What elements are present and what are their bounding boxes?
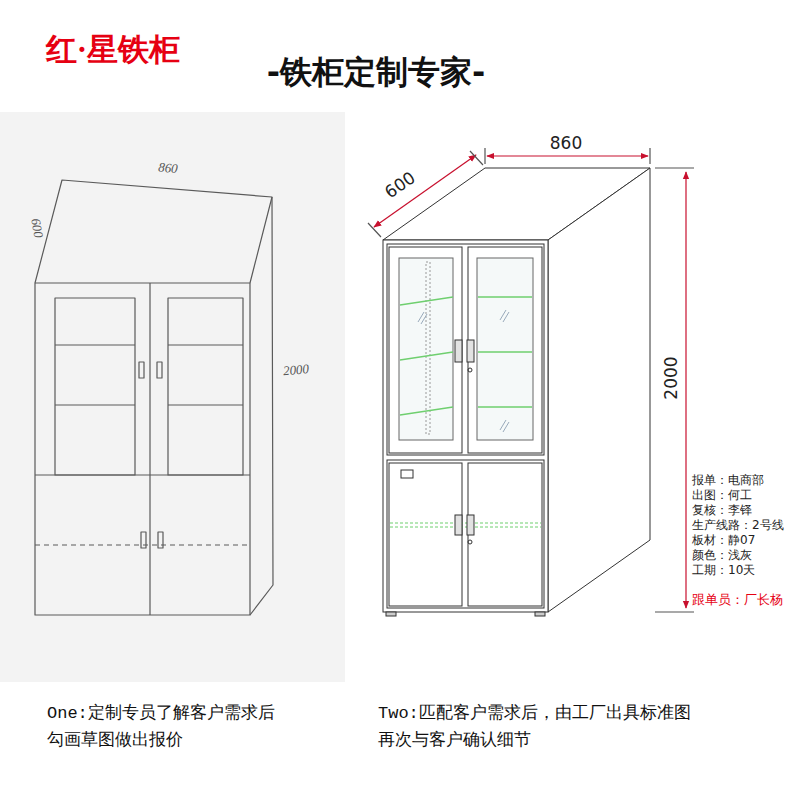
dimension-label: 600 [28, 217, 47, 239]
follow-up-note: 跟单员：厂长杨 [692, 592, 783, 608]
sketch-front [35, 283, 250, 615]
glass-pane [477, 258, 533, 440]
dimension-tick [655, 168, 694, 612]
cabinet-side [548, 168, 650, 612]
dimension-label: 2000 [661, 356, 681, 399]
glass-shelf [478, 297, 532, 407]
dimension-label: 860 [158, 159, 179, 176]
spec-line: 颜色：浅灰 [692, 548, 752, 562]
spec-line: 报单：电商部 [692, 473, 764, 487]
sketch-door-split [149, 283, 150, 615]
upper-frame [387, 244, 544, 455]
sketch-window [168, 298, 243, 475]
dimension-label: 600 [381, 167, 419, 202]
sketch-top [35, 180, 272, 283]
dimension-label: 860 [550, 133, 582, 153]
dimension-line [487, 155, 648, 156]
dimension-tick [368, 151, 483, 237]
cabinet-drawing [383, 168, 650, 616]
cabinet-front [383, 240, 548, 612]
glass-reflection [418, 310, 509, 432]
spec-line: 生产线路：2号线 [692, 518, 784, 532]
spec-line: 出图：何工 [692, 488, 752, 502]
door-handle [455, 515, 462, 535]
sketch-side [250, 197, 273, 615]
lower-frame [387, 460, 544, 608]
step-caption: One:定制专员了解客户需求后 勾画草图做出报价 [47, 700, 352, 754]
glass-door [389, 247, 462, 453]
door-handle [467, 515, 474, 535]
steel-door [468, 463, 542, 606]
door-lock [468, 368, 472, 372]
dimension-lines [368, 148, 694, 612]
sketch-window [55, 298, 135, 475]
sketch-dashed-shelf [35, 544, 250, 545]
step-caption: Two:匹配客户需求后，由工厂出具标准图 再次与客户确认细节 [378, 700, 793, 754]
sketch-handle [157, 362, 162, 378]
spec-line: 板材：静07 [692, 533, 755, 547]
page-title: -铁柜定制专家- [267, 53, 486, 91]
door-handle [467, 340, 474, 362]
sketch-panel [0, 112, 345, 682]
cabinet-sketch [35, 180, 273, 615]
spec-line: 复核：李铎 [692, 503, 752, 517]
cabinet-foot [535, 612, 545, 616]
sketch-shelves [55, 345, 243, 405]
sketch-handle [139, 362, 144, 378]
door-handle [455, 340, 462, 362]
dimension-label: 2000 [282, 361, 309, 379]
glass-pane [399, 258, 453, 440]
brand-logo: 红·星铁柜 [46, 31, 180, 68]
spec-line: 工期：10天 [692, 563, 755, 577]
label-plate [401, 470, 413, 478]
shelf-rail [426, 262, 430, 434]
dimension-line [374, 155, 476, 227]
hidden-shelf [390, 523, 541, 527]
cabinet-foot [386, 612, 396, 616]
door-lock [468, 540, 472, 544]
steel-door [389, 463, 462, 606]
dimension-line [685, 172, 686, 608]
